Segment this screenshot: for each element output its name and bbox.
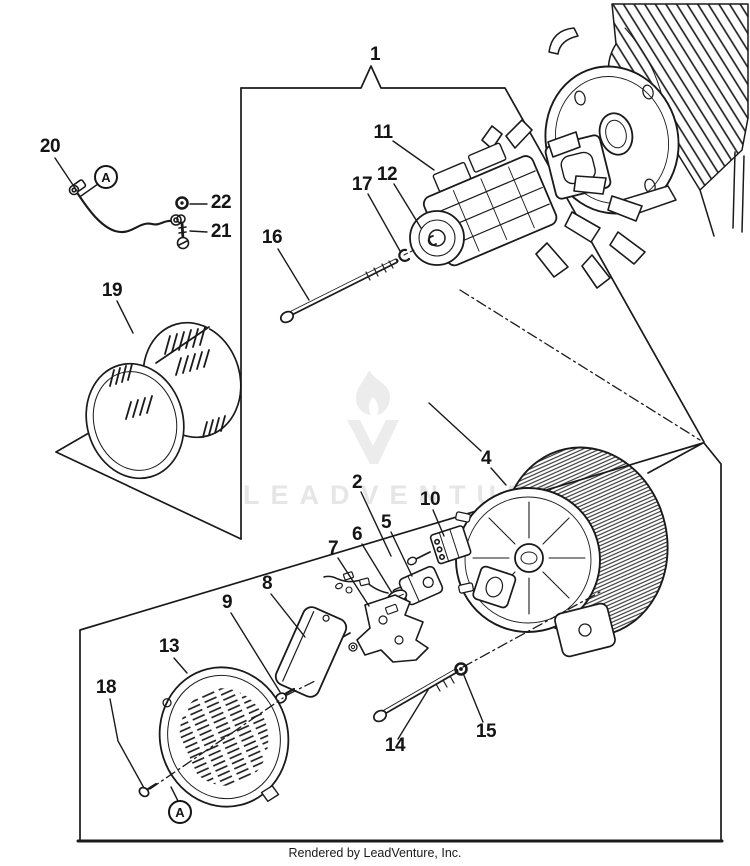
callout-14: 14: [384, 735, 406, 756]
terminal-block-drawing: [406, 525, 472, 566]
housing-band-drawing: [85, 321, 242, 480]
stator-drawing: [451, 446, 669, 658]
callout-10: 10: [419, 489, 441, 510]
through-bolt-drawing: [372, 668, 459, 723]
bolt-21-drawing: [176, 214, 190, 250]
leader-lines: [54, 140, 507, 802]
watermark-logo: [347, 370, 399, 464]
callout-6: 6: [351, 524, 363, 545]
callout-1: 1: [369, 44, 381, 65]
callout-21: 21: [210, 221, 232, 242]
callout-9: 9: [221, 592, 233, 613]
callout-13: 13: [158, 636, 180, 657]
callout-16: 16: [261, 227, 283, 248]
callout-22: 22: [210, 192, 232, 213]
callout-17: 17: [351, 174, 373, 195]
nut-15-drawing: [454, 662, 468, 676]
cover-screw-drawing: [138, 782, 158, 798]
ground-wire-drawing: [68, 179, 182, 234]
callout-12: 12: [376, 164, 398, 185]
callout-8: 8: [261, 573, 273, 594]
engine-drawing: [544, 3, 749, 237]
view-marker-a-top: A: [94, 165, 118, 189]
callout-2: 2: [351, 472, 363, 493]
footer-credit: Rendered by LeadVenture, Inc.: [288, 846, 462, 860]
rotor-bolt-drawing: [279, 258, 399, 324]
callout-15: 15: [475, 721, 497, 742]
callout-7: 7: [327, 538, 339, 559]
washer-clip-drawing: [398, 248, 417, 262]
condenser-drawing: [274, 606, 348, 698]
flame-icon: [356, 370, 390, 415]
callout-11: 11: [373, 122, 393, 143]
rotor-drawing: [409, 119, 646, 289]
callout-20: 20: [39, 136, 61, 157]
callout-19: 19: [101, 280, 123, 301]
axis-lines: [149, 289, 701, 790]
v-icon: [347, 420, 399, 464]
nut-22-drawing: [175, 196, 189, 210]
view-marker-a-bottom: A: [168, 800, 192, 824]
callout-18: 18: [95, 677, 117, 698]
lower-panel-outline: [76, 442, 724, 843]
callout-5: 5: [380, 512, 392, 533]
end-cover-drawing: [158, 666, 290, 808]
callout-4: 4: [480, 448, 492, 469]
